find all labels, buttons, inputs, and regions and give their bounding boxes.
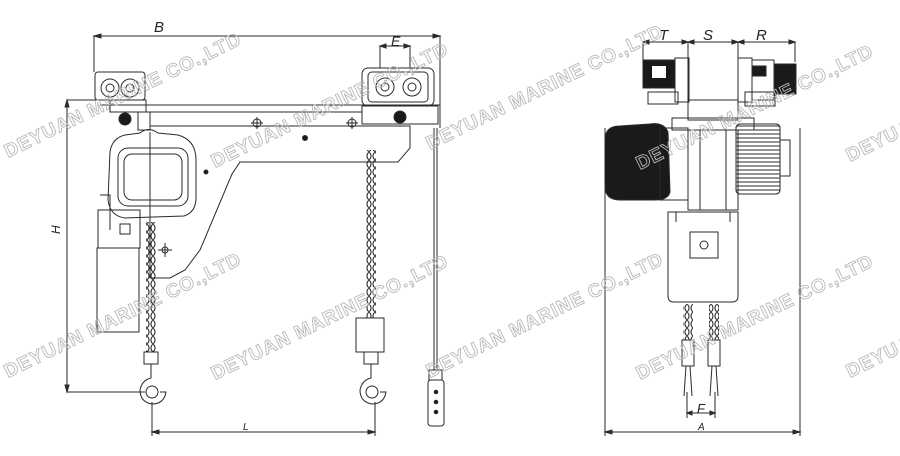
- dim-label-a: A: [697, 422, 705, 433]
- dim-label-e: E: [391, 33, 401, 49]
- dim-label-r: R: [756, 27, 767, 44]
- connecting-beam: [100, 104, 440, 279]
- right-chain-hook: [355, 150, 387, 405]
- dimension-e: [378, 43, 412, 68]
- dim-label-l: L: [243, 422, 249, 433]
- dim-label-s: S: [703, 27, 713, 44]
- dimension-l: [150, 402, 377, 436]
- pendant-control: [427, 128, 445, 427]
- left-chain-hook: [139, 222, 167, 405]
- watermark-text: DEYUAN MARINE CO.,LTD: [633, 251, 877, 384]
- left-trolley: [94, 71, 151, 131]
- dim-label-h: H: [49, 225, 63, 234]
- dim-label-f: F: [697, 401, 706, 416]
- watermark-text: DEYUAN MARINE CO.,LTD: [1, 249, 245, 382]
- watermark-text: DEYUAN MARINE CO.,LTD: [208, 251, 452, 384]
- twin-chain-falls: [681, 304, 721, 397]
- dimension-b: [92, 33, 442, 128]
- front-view: T S R A F: [603, 27, 802, 436]
- dim-label-b: B: [154, 19, 164, 36]
- hoist-body: [96, 129, 197, 333]
- hoist-motor: [604, 123, 689, 201]
- watermark-text: DEYUAN MARINE CO.,LTD: [1, 29, 245, 162]
- left-trolley-motor: [642, 57, 690, 105]
- right-trolley: [361, 67, 439, 125]
- dim-label-t: T: [659, 27, 670, 44]
- right-trolley-motor: [737, 57, 797, 107]
- side-view: B E H L: [49, 19, 445, 436]
- dimension-f: [685, 392, 717, 418]
- dimension-h: [64, 98, 145, 394]
- hoist-gearbox: [735, 123, 791, 195]
- watermark-text: DEYUAN MARINE CO.,LTD: [423, 249, 667, 382]
- chain-container: [667, 211, 739, 303]
